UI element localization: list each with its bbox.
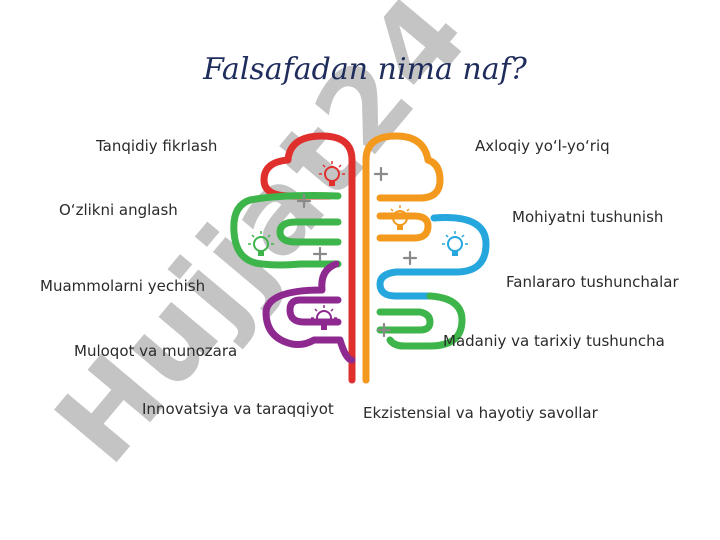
label-innovation: Innovatsiya va taraqqiyot (142, 400, 334, 418)
plus-icon (376, 322, 392, 338)
lightbulb-icon (319, 161, 345, 186)
brain-lobe-green-right (386, 292, 466, 350)
plus-icon (373, 166, 389, 182)
brain-lobe-red (260, 132, 356, 384)
label-communication: Muloqot va munozara (74, 342, 238, 360)
brain-lobe-orange (362, 132, 444, 384)
brain-lobe-purple (262, 260, 356, 364)
lightbulb-icon (311, 305, 337, 330)
brain-fold-green-right (376, 308, 434, 334)
label-self-awareness: O‘zlikni anglash (59, 201, 178, 219)
plus-icon (296, 193, 312, 209)
lightbulb-icon (248, 231, 274, 256)
brain-fold-green (276, 218, 342, 246)
label-essence-understanding: Mohiyatni tushunish (512, 208, 664, 226)
label-problem-solving: Muammolarni yechish (40, 277, 206, 295)
label-cultural-historical: Madaniy va tarixiy tushuncha (443, 332, 665, 350)
page-title: Falsafadan nima naf? (203, 52, 527, 87)
plus-icon (312, 246, 328, 262)
brain-lobe-green (230, 192, 342, 269)
brain-fold-orange (376, 212, 432, 242)
brain-fold-purple (286, 296, 342, 326)
label-interdisciplinary: Fanlararo tushunchalar (506, 273, 679, 291)
lightbulb-icon (442, 231, 468, 256)
label-ethical-guidance: Axloqiy yo‘l-yo‘riq (475, 137, 610, 155)
label-critical-thinking: Tanqidiy fikrlash (96, 137, 218, 155)
plus-icon (402, 250, 418, 266)
label-existential: Ekzistensial va hayotiy savollar (363, 404, 598, 422)
brain-lobe-blue (376, 214, 490, 300)
lightbulb-icon (387, 205, 413, 230)
